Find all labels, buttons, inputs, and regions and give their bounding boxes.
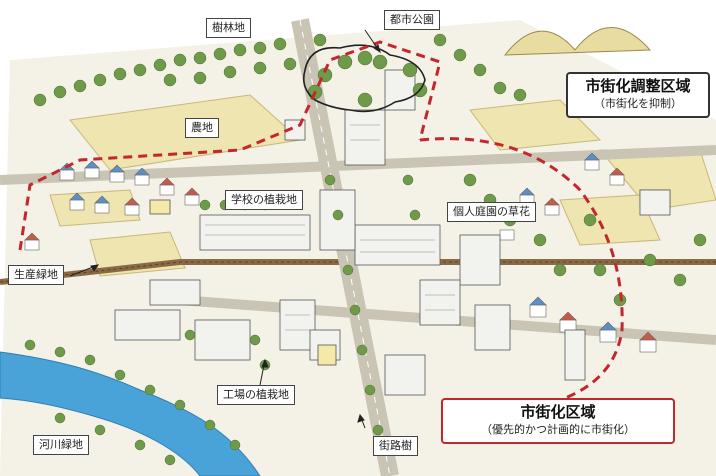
building-windows (205, 124, 455, 331)
urbanization-area-subtitle: （優先的かつ計画的に市街化） (481, 423, 635, 436)
label-factory-greening: 工場の植栽地 (217, 385, 295, 405)
label-street-trees: 街路樹 (373, 436, 418, 456)
buildings (114, 69, 671, 396)
urbanization-area-callout: 市街化区域 （優先的かつ計画的に市街化） (441, 398, 675, 444)
adjustment-area-title: 市街化調整区域 (585, 77, 691, 95)
adjustment-area-callout: 市街化調整区域 （市街化を抑制） (566, 72, 710, 118)
adjustment-area-subtitle: （市街化を抑制） (594, 97, 682, 110)
trees (24, 33, 707, 466)
label-forest: 樹林地 (206, 18, 251, 38)
label-school-greening: 学校の植栽地 (225, 190, 303, 210)
label-farmland: 農地 (185, 118, 219, 138)
houses (24, 152, 671, 353)
pointer-arrows (69, 29, 381, 429)
label-urban-park: 都市公園 (384, 10, 440, 30)
label-river-green: 河川緑地 (33, 435, 89, 455)
yellow-buildings (149, 199, 337, 366)
label-productive-green: 生産緑地 (8, 265, 64, 285)
label-home-garden: 個人庭園の草花 (447, 202, 536, 222)
hills (503, 27, 652, 56)
urban-park-outline (302, 44, 426, 113)
urbanization-area-title: 市街化区域 (520, 403, 596, 421)
urbanization-boundary (18, 40, 624, 402)
